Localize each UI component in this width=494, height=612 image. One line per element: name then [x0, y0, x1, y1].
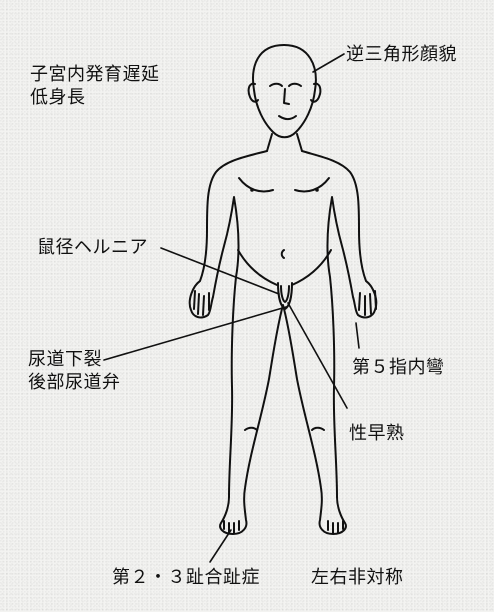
right-knee [312, 428, 324, 430]
navel [282, 250, 284, 258]
precocious-puberty-leader [288, 303, 347, 408]
left-hand-fingers [194, 291, 209, 315]
fifth-finger-label: 第５指内彎 [352, 356, 445, 380]
hypospadias-labels: 尿道下裂 後部尿道弁 [28, 348, 121, 394]
syndactyly-label: 第２・３趾合趾症 [112, 566, 260, 590]
growth-restriction-label: 子宮内発育遅延 [30, 63, 160, 86]
right-eye [289, 84, 301, 86]
asymmetry-label: 左右非対称 [311, 566, 404, 590]
neck-left [267, 134, 272, 151]
left-toes [224, 521, 239, 533]
right-nipple [315, 188, 319, 192]
face-shape-leader [313, 54, 344, 72]
hypospadias-label: 尿道下裂 [28, 348, 121, 371]
left-knee [245, 428, 257, 430]
face-shape-label: 逆三角形顔貌 [346, 43, 457, 67]
growth-labels: 子宮内発育遅延 低身長 [30, 63, 160, 109]
inguinal-hernia-leader [161, 248, 279, 294]
left-nipple [250, 188, 254, 192]
left-chest [239, 178, 273, 192]
right-toes [328, 521, 343, 533]
right-chest [295, 178, 329, 192]
genital-inner [281, 286, 289, 302]
left-eye [270, 84, 282, 86]
neck-right [297, 134, 302, 151]
nose [284, 89, 289, 104]
precocious-puberty-label: 性早熟 [349, 422, 405, 446]
posterior-urethral-valve-label: 後部尿道弁 [28, 371, 121, 394]
groin-line-right [292, 250, 331, 285]
fifth-finger-leader [356, 323, 359, 348]
short-stature-label: 低身長 [30, 86, 160, 109]
torso-and-arms-outline [190, 151, 377, 534]
syndactyly-leader [210, 530, 231, 562]
mouth [279, 116, 296, 119]
inguinal-hernia-label: 鼠径ヘルニア [37, 236, 148, 260]
